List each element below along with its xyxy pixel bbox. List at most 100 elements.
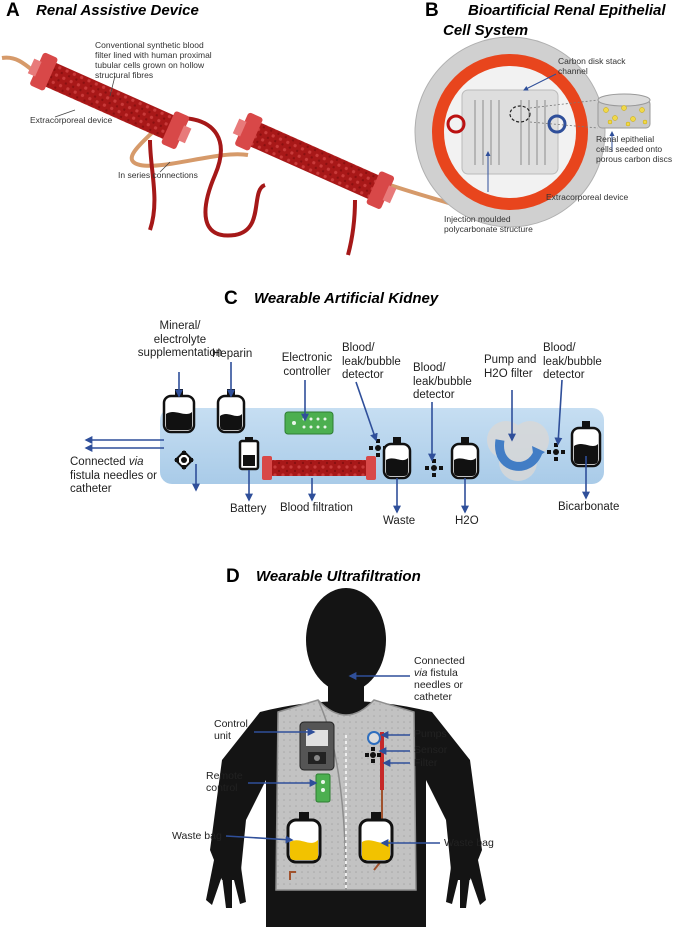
panel-a-extracorporeal-note: Extracorporeal device	[30, 115, 113, 125]
panel-a-title: Renal Assistive Device	[36, 2, 199, 19]
label-italic: via	[414, 667, 428, 679]
label-line: electrolyte	[153, 333, 207, 346]
control-unit-label: Control unit	[214, 718, 248, 742]
label-line: Electronic	[281, 352, 333, 364]
label-line: Pump and	[484, 354, 537, 366]
label-line: leak/bubble	[543, 355, 602, 368]
heparin-label: Heparin	[212, 348, 253, 360]
note-line: porous carbon discs	[596, 154, 673, 164]
note-line: structural fibres	[95, 70, 154, 80]
panel-b-stack-note: Carbon disk stack channel	[558, 56, 626, 76]
label-line: H2O filter	[484, 367, 533, 380]
panel-a-series-note: In series connections	[118, 170, 198, 180]
mineral-bag-icon	[162, 389, 196, 434]
panel-d-title: Wearable Ultrafiltration	[256, 568, 421, 585]
label-line: Blood/	[413, 362, 446, 374]
detector-label-3: Blood/ leak/bubble detector	[543, 342, 602, 383]
label-line: Mineral/	[159, 320, 201, 332]
bicarbonate-label: Bicarbonate	[558, 501, 620, 513]
label-line: controller	[283, 365, 331, 378]
waste-bag-right-icon	[358, 812, 394, 864]
label-line: fistula needles or	[70, 469, 157, 482]
filter-label: Filter	[414, 757, 438, 769]
waste-bag-left-label: Waste bag	[172, 830, 222, 842]
note-line: Renal epithelial	[596, 134, 655, 144]
label-line: leak/bubble	[342, 355, 401, 368]
label-line: detector	[543, 369, 585, 381]
panel-c-letter: C	[224, 288, 238, 309]
label-line: Blood/	[342, 342, 375, 354]
note-line: polycarbonate structure	[444, 224, 533, 234]
wearable-artificial-kidney-illustration	[84, 362, 604, 514]
panel-b-title-line2: Cell System	[443, 22, 529, 39]
renal-assistive-device-illustration	[1, 52, 456, 256]
waste-label: Waste	[383, 515, 416, 527]
extracorporeal-device-2	[232, 112, 397, 209]
battery-icon	[238, 437, 260, 471]
panel-d-letter: D	[226, 566, 240, 587]
mineral-label: Mineral/ electrolyte supplementation	[130, 320, 230, 361]
detector-label-1: Blood/ leak/bubble detector	[342, 342, 401, 383]
label-line: detector	[413, 389, 455, 401]
water-label: H2O	[455, 515, 479, 527]
label-line: supplementation	[137, 347, 223, 359]
label-line: needles or	[414, 679, 464, 691]
label-line: Remote	[206, 770, 243, 782]
remote-control-icon	[315, 773, 331, 803]
note-line: filter lined with human proximal	[95, 50, 212, 60]
label-line: Blood/	[543, 342, 576, 354]
battery-label: Battery	[230, 503, 267, 515]
label-line: Connected	[414, 655, 465, 667]
note-line: Injection moulded	[444, 214, 511, 224]
pumps-label: Pumps	[414, 728, 447, 740]
connected-label: Connected via fistula needles or cathete…	[70, 456, 157, 497]
label-text: Connected	[70, 456, 129, 468]
filtration-label: Blood filtration	[280, 502, 353, 514]
wearable-ultrafiltration-illustration	[206, 588, 486, 927]
label-line: leak/bubble	[413, 375, 472, 388]
detector-icon-1	[174, 450, 194, 470]
bioartificial-cell-system-illustration	[414, 36, 651, 228]
panel-b-title-line1: Bioartificial Renal Epithelial	[468, 2, 666, 19]
remote-control-label: Remote control	[206, 770, 243, 794]
controller-label: Electronic controller	[272, 352, 342, 379]
panel-b-letter: B	[425, 0, 439, 21]
note-line: cells seeded onto	[596, 144, 663, 154]
bicarbonate-bag-icon	[570, 421, 602, 468]
blood-filter-icon	[262, 456, 376, 480]
waste-bag-left-icon	[286, 812, 322, 864]
waste-bag-right-label: Waste bag	[444, 837, 494, 849]
sensor-label: Sensor	[414, 744, 448, 756]
connected-label-d: Connected via fistula needles or cathete…	[414, 655, 465, 703]
panel-a-letter: A	[6, 0, 20, 21]
waste-bag-icon	[382, 437, 412, 480]
label-line: unit	[214, 730, 231, 742]
pump-label: Pump and H2O filter	[484, 354, 536, 381]
pump-sensor-filter-assembly	[289, 731, 384, 880]
control-unit-icon	[299, 721, 335, 771]
label-line: catheter	[414, 691, 452, 703]
label-line: catheter	[70, 483, 112, 495]
panel-b-cells-note: Renal epithelial cells seeded onto porou…	[596, 134, 672, 164]
note-line: Conventional synthetic blood	[95, 40, 204, 50]
panel-a-filter-note: Conventional synthetic blood filter line…	[95, 40, 212, 80]
electronic-controller-icon	[284, 411, 334, 435]
note-line: Carbon disk stack	[558, 56, 626, 66]
note-line: channel	[558, 66, 588, 76]
panel-b-extracorporeal-note: Extracorporeal device	[546, 192, 629, 202]
label-line: control	[206, 782, 238, 794]
label-line: Connected via	[70, 456, 157, 470]
label-line: Control	[214, 718, 248, 730]
label-line: via fistula	[414, 667, 465, 679]
detector-label-2: Blood/ leak/bubble detector	[413, 362, 472, 403]
label-text: fistula	[427, 667, 458, 679]
panel-c-title: Wearable Artificial Kidney	[254, 290, 439, 307]
label-italic: via	[128, 456, 144, 468]
note-line: tubular cells grown on hollow	[95, 60, 205, 70]
water-bag-icon	[450, 437, 480, 480]
extracorporeal-device-1	[27, 52, 192, 149]
pump-wheel	[487, 421, 549, 481]
panel-b-injection-note: Injection moulded polycarbonate structur…	[444, 214, 533, 234]
label-line: detector	[342, 369, 384, 381]
